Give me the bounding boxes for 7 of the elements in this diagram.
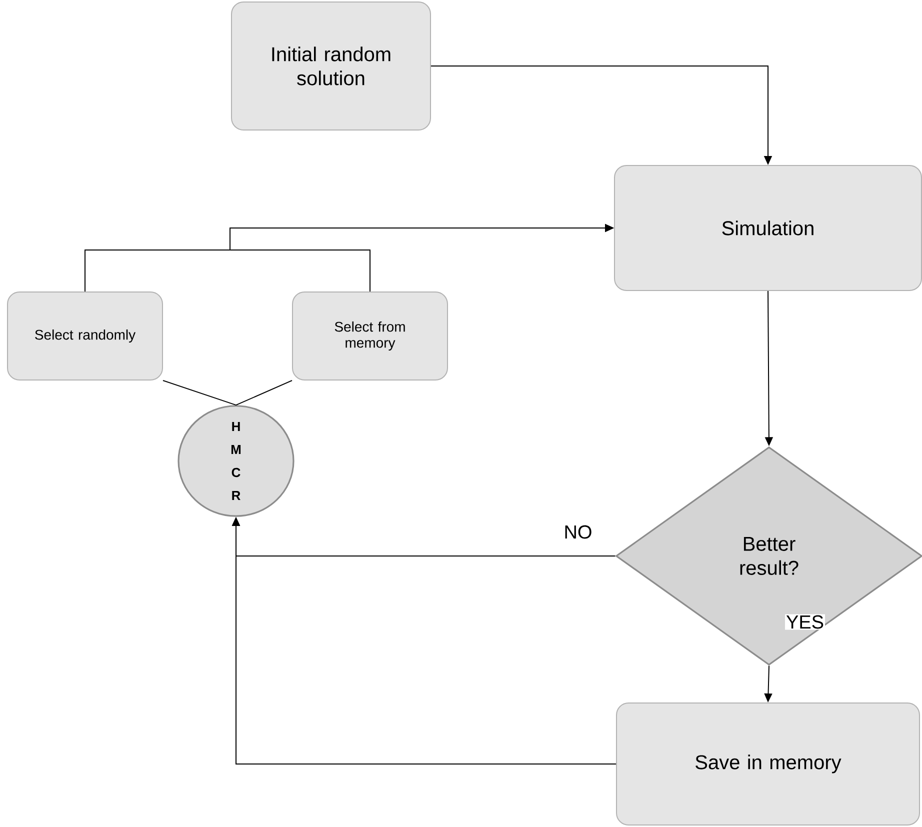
- edge-label: NO: [562, 524, 594, 540]
- process-box: Save in memory: [616, 702, 920, 826]
- process-box: Initial random solution: [231, 2, 431, 130]
- process-box: Select randomly: [7, 292, 163, 380]
- process-box: Simulation: [614, 164, 922, 291]
- process-box: Select from memory: [292, 292, 448, 380]
- edge-label: YES: [785, 614, 825, 630]
